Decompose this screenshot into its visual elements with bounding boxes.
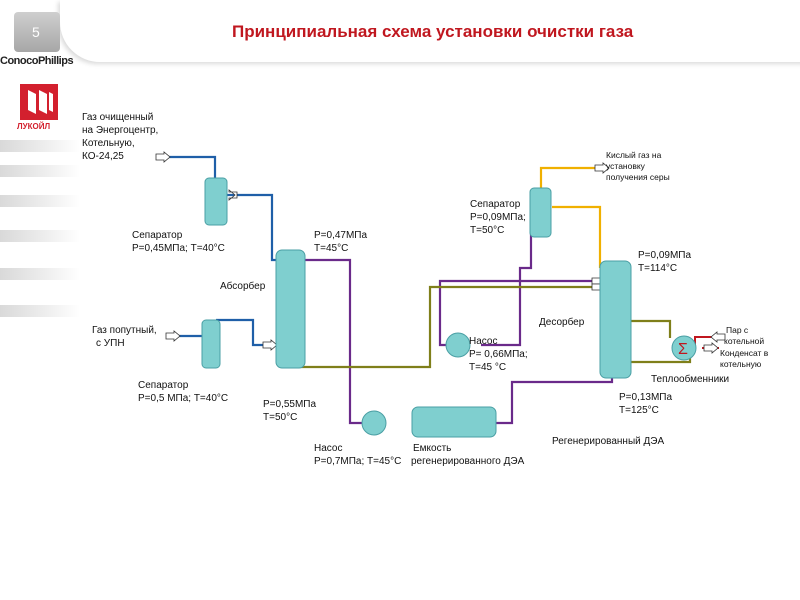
- slide-number-box: [14, 12, 60, 52]
- equipment: [201, 177, 697, 438]
- sidebar-stripe: [0, 305, 80, 317]
- label-line: Р= 0,66МПа;: [469, 349, 528, 360]
- arrow-icon: [155, 151, 171, 163]
- pump-1-label: Насос Р=0,7МПа; Т=45°С: [314, 442, 401, 468]
- tank-label: Емкость регенерированного ДЭА: [411, 442, 525, 468]
- label-line: Емкость: [413, 443, 452, 454]
- label-line: Р=0,09МПа: [638, 250, 692, 261]
- acid-gas-label: Кислый газ на установку получения серы: [606, 150, 670, 183]
- desorber-top-label: Р=0,09МПа Т=114°С: [638, 249, 691, 275]
- associated-gas-label: Газ попутный, с УПН: [92, 324, 157, 350]
- arrow-icon: [262, 339, 278, 351]
- label-line: Насос: [314, 443, 343, 454]
- page-title: Принципиальная схема установки очистки г…: [232, 22, 634, 41]
- label-line: Р=0,09МПа;: [470, 212, 526, 223]
- label-line: получения серы: [606, 172, 670, 182]
- separator-2-label: Сепаратор Р=0,5 МПа; Т=40°С: [138, 379, 228, 405]
- heat-exchanger: [671, 335, 697, 361]
- label-line: Котельную,: [82, 138, 135, 149]
- sidebar-stripe: [0, 230, 80, 242]
- arrow-icon: [228, 189, 238, 201]
- desorber-label: Десорбер: [539, 317, 585, 328]
- label-line: с УПН: [96, 338, 125, 349]
- label-line: Сепаратор: [138, 380, 189, 391]
- absorber-bottom-label: Р=0,55МПа Т=50°С: [263, 398, 316, 424]
- regen-dea-tank: [411, 406, 497, 438]
- sidebar-stripe: [0, 268, 80, 280]
- label-line: Т=114°С: [638, 263, 678, 274]
- regen-dea-label: Регенерированный ДЭА: [552, 436, 665, 447]
- label-line: Пар с: [726, 325, 749, 335]
- absorber-top-label: Р=0,47МПа Т=45°С: [314, 229, 367, 255]
- conoco-logo: ConocoPhillips: [0, 55, 74, 67]
- desorber-bottom-label: Р=0,13МПа Т=125°С: [619, 391, 672, 417]
- label-line: Р=0,55МПа: [263, 399, 317, 410]
- condensate-label: Конденсат в котельную: [720, 348, 768, 370]
- label-line: установку: [606, 161, 645, 171]
- steam-label: Пар с котельной: [724, 325, 764, 347]
- label-line: Т=125°С: [619, 405, 659, 416]
- label-line: котельную: [720, 359, 762, 369]
- sigma-icon: Σ: [678, 341, 688, 358]
- label-line: Т=50°С: [263, 412, 298, 423]
- label-line: на Энергоцентр,: [82, 125, 159, 136]
- absorber-label: Абсорбер: [220, 281, 266, 292]
- label-line: Газ попутный,: [92, 325, 157, 336]
- label-line: Газ очищенный: [82, 112, 154, 123]
- absorber-column: [275, 249, 306, 369]
- label-line: Сепаратор: [470, 199, 521, 210]
- label-line: Т=50°С: [470, 225, 505, 236]
- label-line: Сепаратор: [132, 230, 183, 241]
- label-line: Кислый газ на: [606, 150, 662, 160]
- label-line: Насос: [469, 336, 498, 347]
- sidebar-decoration: [0, 0, 80, 600]
- separator-1: [204, 177, 228, 226]
- separator-2: [201, 319, 221, 369]
- label-line: Конденсат в: [720, 348, 769, 358]
- arrow-icon: [165, 330, 181, 342]
- sidebar-stripe: [0, 165, 80, 177]
- acid-gas-lines: [539, 166, 602, 268]
- sidebar-stripe: [0, 140, 80, 152]
- label-line: регенерированного ДЭА: [411, 456, 525, 467]
- label-line: Р=0,7МПа; Т=45°С: [314, 456, 402, 467]
- label-line: КО-24,25: [82, 151, 124, 162]
- label-line: Р=0,45МПа; Т=40°С: [132, 243, 225, 254]
- header-band: [60, 0, 800, 62]
- label-line: Р=0,47МПа: [314, 230, 368, 241]
- pump-1: [361, 410, 387, 436]
- lukoil-logo-text: ЛУКОЙЛ: [17, 122, 51, 131]
- label-line: Т=45 °С: [469, 362, 507, 373]
- arrow-icon: [710, 331, 726, 343]
- arrow-icon: [594, 162, 610, 174]
- heat-exchangers-label: Теплообменники: [651, 374, 730, 385]
- pump-2-label: Насос Р= 0,66МПа; Т=45 °С: [469, 335, 528, 374]
- separator-1-label: Сепаратор Р=0,45МПа; Т=40°С: [132, 229, 225, 255]
- lukoil-logo-icon: [20, 84, 58, 120]
- desorber-column: [599, 260, 632, 379]
- separator-3: [529, 187, 552, 238]
- arrow-icon: [703, 342, 719, 354]
- separator-3-label: Сепаратор Р=0,09МПа; Т=50°С: [470, 198, 526, 237]
- sidebar-stripe: [0, 195, 80, 207]
- pump-2: [445, 332, 471, 358]
- label-line: Р=0,5 МПа; Т=40°С: [138, 393, 229, 404]
- clean-gas-label: Газ очищенный на Энергоцентр, Котельную,…: [82, 111, 158, 163]
- slide-number: 5: [32, 24, 40, 40]
- label-line: котельной: [724, 336, 765, 346]
- label-line: Р=0,13МПа: [619, 392, 673, 403]
- label-line: Т=45°С: [314, 243, 349, 254]
